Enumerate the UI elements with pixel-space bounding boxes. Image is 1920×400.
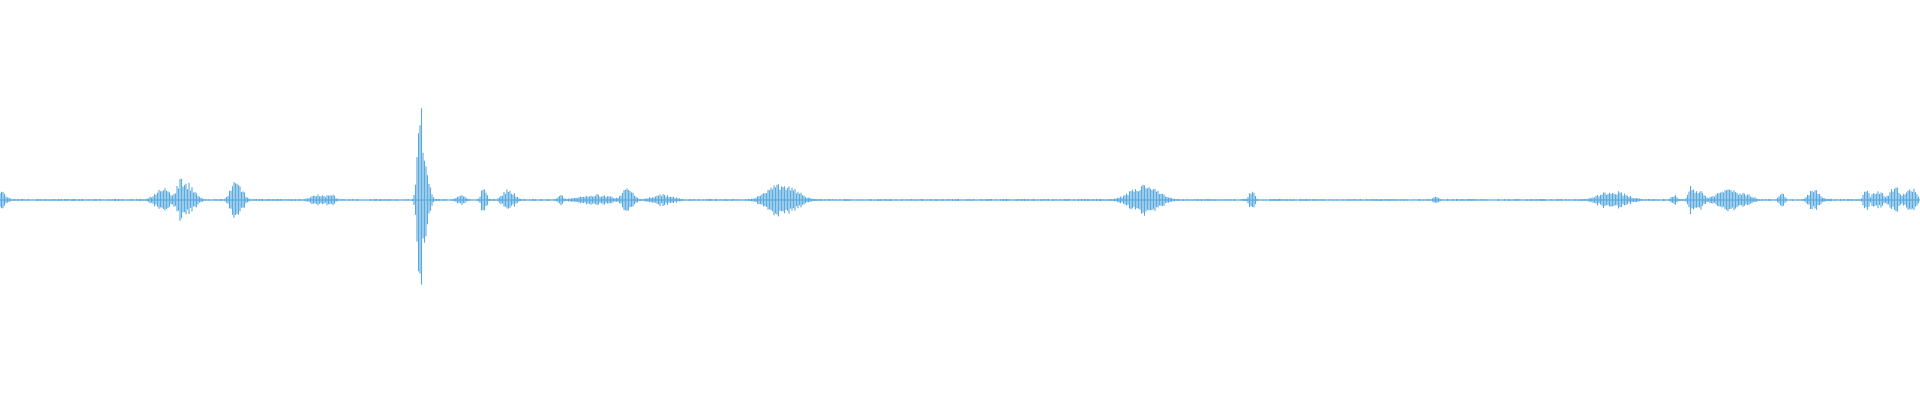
waveform-path — [0, 108, 1920, 285]
waveform-samples — [0, 108, 1920, 285]
